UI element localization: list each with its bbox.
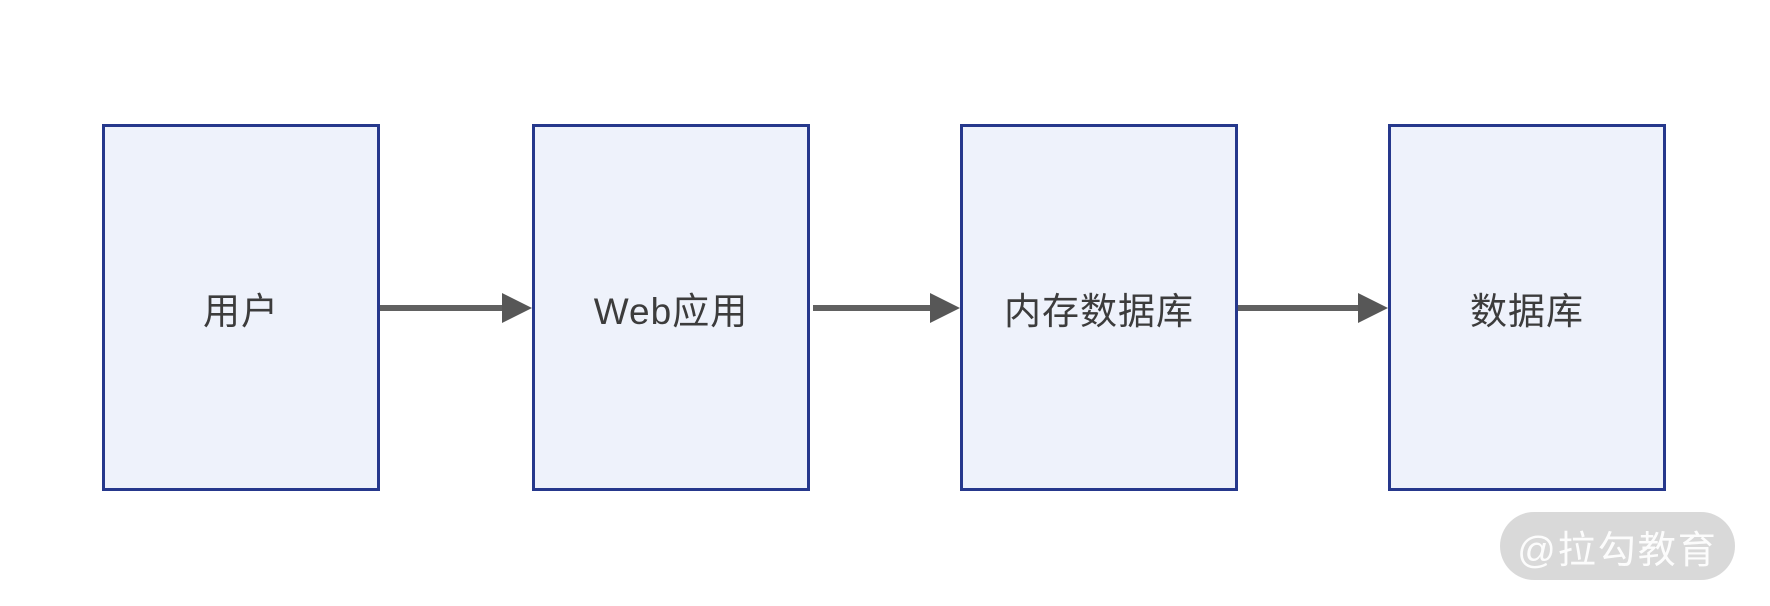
- node-database: 数据库: [1388, 124, 1666, 491]
- arrow-shaft: [380, 305, 506, 311]
- node-memory-db-label: 内存数据库: [1004, 290, 1194, 332]
- arrow-shaft: [1238, 305, 1362, 311]
- arrow-head-icon: [930, 293, 960, 323]
- node-user-label: 用户: [203, 290, 279, 332]
- node-web-app: Web应用: [532, 124, 810, 491]
- arrow-user-to-webapp: [380, 293, 532, 323]
- arrow-head-icon: [1358, 293, 1388, 323]
- watermark-label: @拉勾教育: [1517, 529, 1718, 572]
- watermark-badge: @拉勾教育: [1500, 512, 1735, 580]
- arrow-memorydb-to-database: [1238, 293, 1388, 323]
- node-database-label: 数据库: [1470, 290, 1584, 332]
- arrow-head-icon: [502, 293, 532, 323]
- arrow-shaft: [813, 305, 934, 311]
- node-user: 用户: [102, 124, 380, 491]
- node-web-app-label: Web应用: [593, 290, 749, 332]
- arrow-webapp-to-memorydb: [813, 293, 960, 323]
- node-memory-db: 内存数据库: [960, 124, 1238, 491]
